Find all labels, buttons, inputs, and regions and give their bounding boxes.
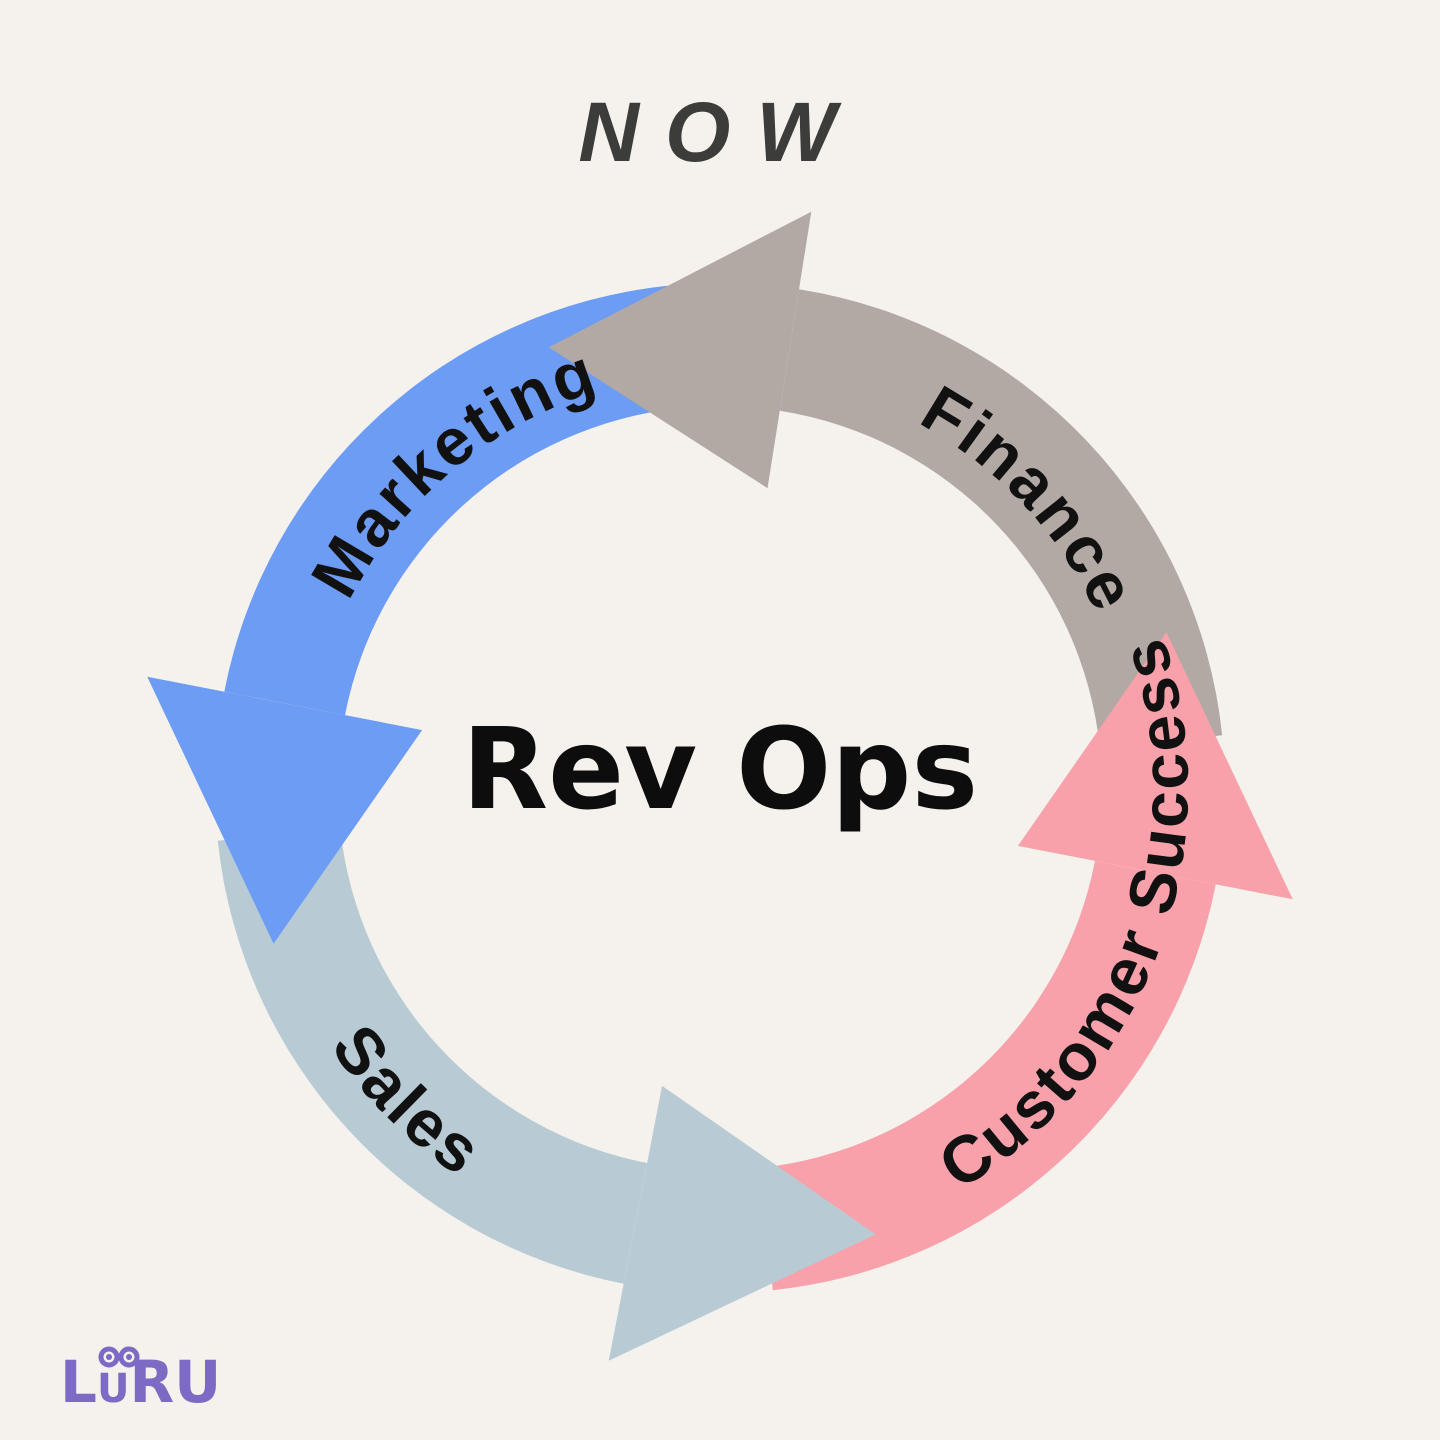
segment-arrowhead-finance bbox=[548, 211, 812, 489]
segment-arrowhead-marketing bbox=[147, 676, 423, 944]
luru-logo-text: LURU bbox=[60, 1348, 221, 1416]
segment-band-customer-success bbox=[759, 860, 1216, 1291]
luru-letter-u-smile: U bbox=[97, 1366, 129, 1412]
diagram-title: NOW bbox=[578, 85, 862, 179]
luru-eye-icon bbox=[118, 1346, 140, 1368]
luru-eyes-icon bbox=[98, 1346, 140, 1368]
segment-band-sales bbox=[217, 827, 648, 1284]
segment-band-finance bbox=[779, 289, 1223, 749]
luru-letter-l: L bbox=[60, 1348, 97, 1416]
luru-eye-pupil-icon bbox=[106, 1354, 112, 1360]
luru-eye-icon bbox=[98, 1346, 120, 1368]
segment-bands bbox=[217, 285, 1223, 1291]
luru-eye-pupil-icon bbox=[126, 1354, 132, 1360]
segment-arrowheads bbox=[147, 211, 1293, 1361]
luru-logo: LURU bbox=[60, 1346, 221, 1416]
segment-arrowhead-sales bbox=[608, 1085, 876, 1361]
segment-arrowhead-customer-success bbox=[1017, 632, 1293, 900]
luru-letters-ru: RU bbox=[129, 1348, 221, 1416]
center-label: Rev Ops bbox=[461, 705, 979, 835]
segment-band-marketing bbox=[224, 285, 681, 716]
